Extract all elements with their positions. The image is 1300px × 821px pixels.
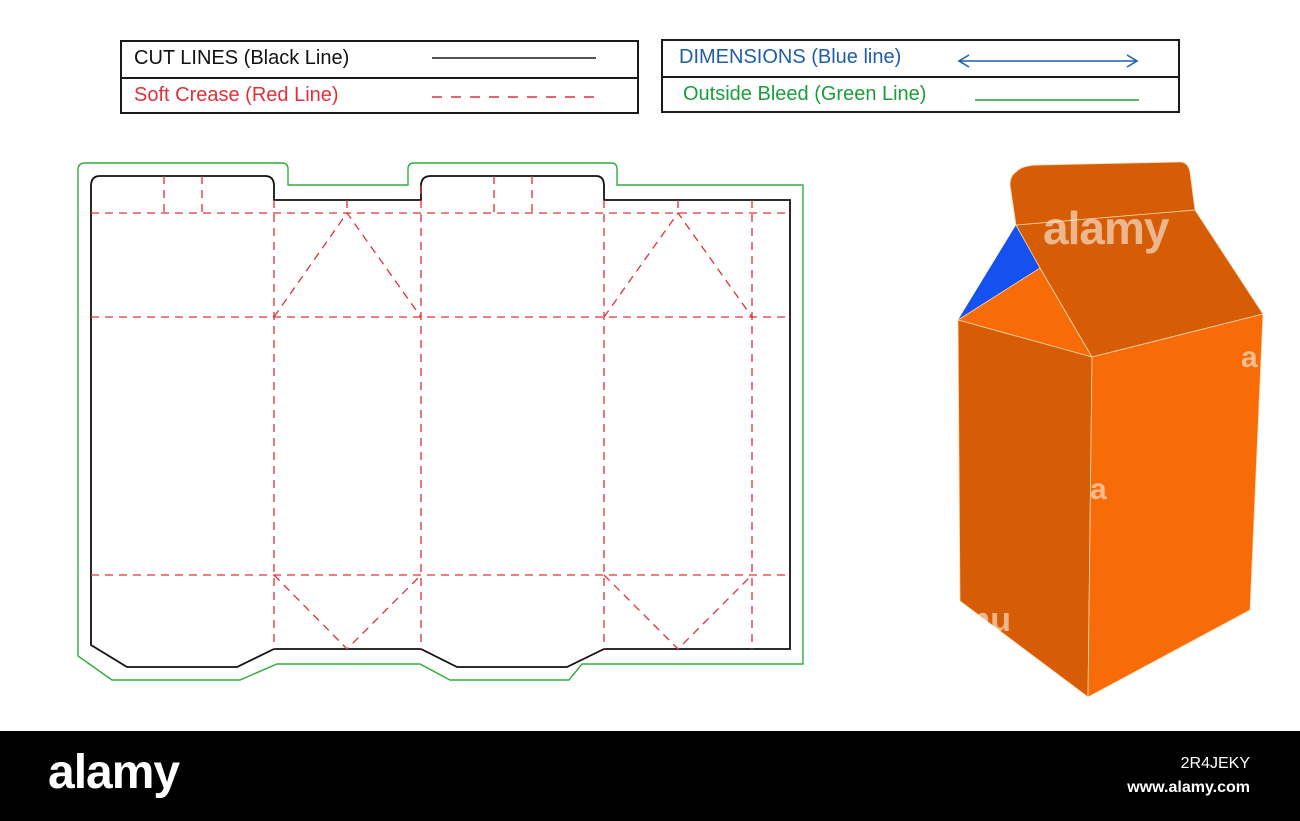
legend-sample-cut-line: [432, 57, 596, 59]
crease-bottom-2: [603, 574, 753, 650]
carton-3d-svg: [957, 161, 1264, 698]
footer-logo: alamy: [48, 746, 180, 799]
legend-row-soft-crease: Soft Crease (Red Line): [122, 77, 637, 112]
carton-left-side: [957, 319, 1093, 698]
outside-bleed-outline: [77, 162, 804, 681]
legend-label-outside-bleed: Outside Bleed (Green Line): [683, 83, 927, 105]
legend-sample-dimension-arrow: [957, 54, 1139, 68]
stock-footer-bar: alamy 2R4JEKY www.alamy.com: [0, 731, 1300, 821]
legend-label-dimensions: DIMENSIONS (Blue line): [679, 46, 902, 68]
carton-top-fin: [1009, 161, 1196, 226]
cut-line-outline: [90, 175, 791, 668]
dieline-svg: [77, 162, 804, 681]
legend-sample-bleed-line: [975, 99, 1139, 101]
crease-lines: [91, 176, 790, 650]
carton-inner-panel: [958, 225, 1040, 320]
legend-label-soft-crease: Soft Crease (Red Line): [134, 84, 339, 106]
legend-label-cut-lines: CUT LINES (Black Line): [134, 47, 350, 69]
legend-cut-crease: CUT LINES (Black Line) Soft Crease (Red …: [120, 40, 639, 114]
carton-right-front: [1087, 313, 1264, 698]
legend-row-outside-bleed: Outside Bleed (Green Line): [663, 76, 1178, 111]
footer-image-id: 2R4JEKY: [1180, 755, 1250, 772]
legend-row-dimensions: DIMENSIONS (Blue line): [663, 41, 1178, 76]
carton-3d-render: alamy a a mu: [945, 155, 1275, 720]
dieline-diagram: [70, 155, 810, 690]
legend-dimensions-bleed: DIMENSIONS (Blue line) Outside Bleed (Gr…: [661, 39, 1180, 113]
crease-bottom-1: [273, 574, 422, 650]
crease-gable-1: [273, 211, 422, 318]
legend-row-cut-lines: CUT LINES (Black Line): [122, 42, 637, 77]
legend-sample-crease-line: [432, 96, 596, 98]
footer-url[interactable]: www.alamy.com: [1127, 779, 1250, 796]
crease-gable-2: [603, 211, 753, 318]
